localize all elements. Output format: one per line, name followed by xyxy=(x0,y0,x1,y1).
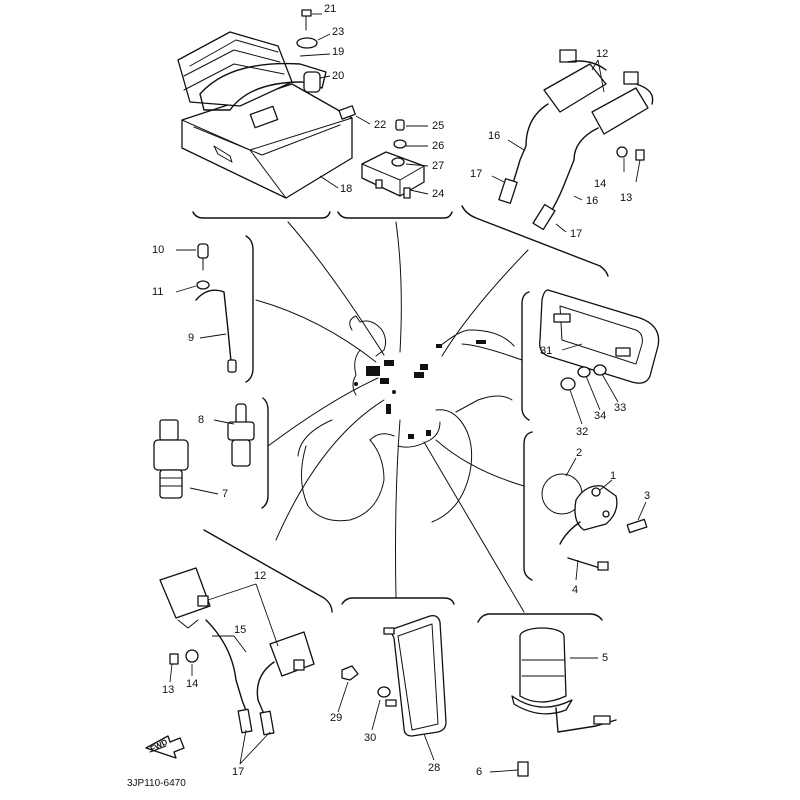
callout-33: 33 xyxy=(614,402,627,414)
switch-wire-assembly xyxy=(195,243,237,373)
callout-4: 4 xyxy=(572,584,579,596)
callout-9: 9 xyxy=(188,332,195,344)
callout-16-a: 16 xyxy=(488,130,501,142)
callout-1: 1 xyxy=(610,470,617,482)
callout-29: 29 xyxy=(330,712,343,724)
cdi-unit-assembly xyxy=(177,9,356,199)
callout-14-top: 14 xyxy=(594,178,607,190)
reflector-assembly xyxy=(341,614,447,737)
callout-8: 8 xyxy=(198,414,205,426)
callout-20: 20 xyxy=(332,70,345,82)
callout-31: 31 xyxy=(540,345,553,357)
callout-26: 26 xyxy=(432,140,445,152)
callout-16-b: 16 xyxy=(586,195,599,207)
callout-30: 30 xyxy=(364,732,377,744)
sensor-assembly xyxy=(153,403,255,499)
callout-6: 6 xyxy=(476,766,483,778)
neutral-switch-assembly xyxy=(541,473,648,571)
callout-15: 15 xyxy=(234,624,247,636)
callout-14-bottom: 14 xyxy=(186,678,199,690)
callout-13-bottom: 13 xyxy=(162,684,175,696)
callout-24: 24 xyxy=(432,188,445,200)
group-bracket-lines xyxy=(192,205,609,623)
drawing-code: 3JP110-6470 xyxy=(127,778,186,789)
callout-18: 18 xyxy=(340,183,353,195)
callout-12-bottom: 12 xyxy=(254,570,267,582)
callout-22: 22 xyxy=(374,119,387,131)
callout-17-a: 17 xyxy=(470,168,483,180)
callout-34: 34 xyxy=(594,410,607,422)
ignition-coils-top xyxy=(498,49,654,231)
callout-17-bottom: 17 xyxy=(232,766,245,778)
callout-5: 5 xyxy=(602,652,609,664)
callout-27: 27 xyxy=(432,160,445,172)
callout-32: 32 xyxy=(576,426,589,438)
frame-outline xyxy=(297,315,515,523)
callout-7: 7 xyxy=(222,488,229,500)
callout-17-b: 17 xyxy=(570,228,583,240)
callout-10: 10 xyxy=(152,244,165,256)
callout-21: 21 xyxy=(324,3,337,15)
callout-23: 23 xyxy=(332,26,345,38)
callout-2: 2 xyxy=(576,447,583,459)
callout-13-top: 13 xyxy=(620,192,633,204)
callout-25: 25 xyxy=(432,120,445,132)
light-unit-assembly xyxy=(539,289,660,391)
callout-12-top: 12 xyxy=(596,48,609,60)
relay-assembly xyxy=(361,119,425,199)
callout-3: 3 xyxy=(644,490,651,502)
fwd-arrow-icon xyxy=(145,735,185,759)
callout-28: 28 xyxy=(428,762,441,774)
harness-radial-leads xyxy=(255,221,529,613)
callout-19: 19 xyxy=(332,46,345,58)
ignition-coils-bottom xyxy=(159,567,315,736)
callout-11: 11 xyxy=(152,286,164,298)
sender-unit-assembly xyxy=(511,627,617,777)
leader-lines xyxy=(169,13,647,773)
